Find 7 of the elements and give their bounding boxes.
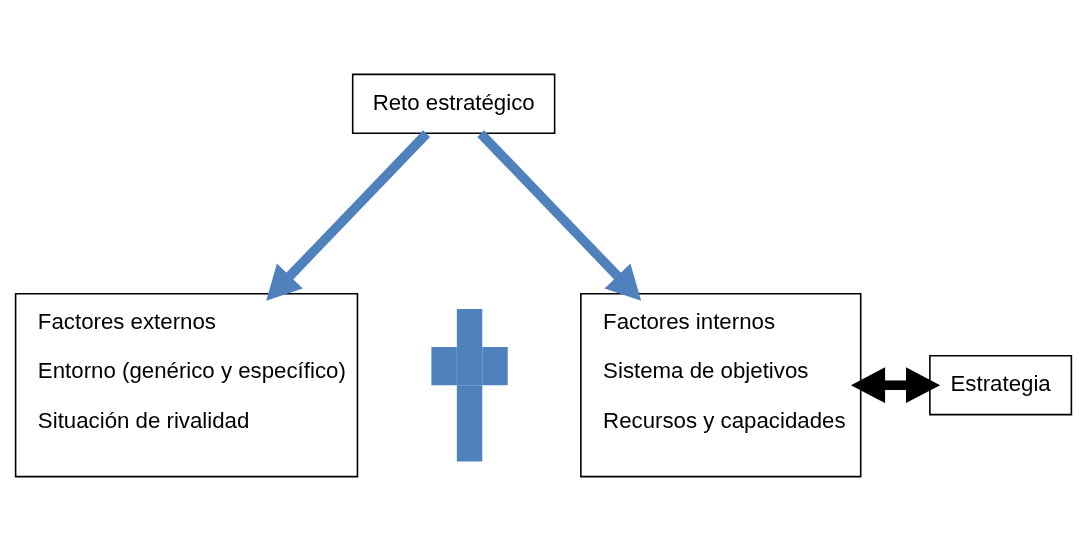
arrow: [851, 366, 941, 403]
node-box: Factores externos Entorno (genérico y específico) Situación de rivalidad: [14, 292, 359, 477]
node-box: Factores internos Sistema de objetivos Recursos y capacidades: [580, 292, 862, 477]
node-box: Estrategia: [929, 354, 1073, 415]
arrow: [266, 129, 431, 301]
node-box: Reto estratégico: [351, 73, 556, 134]
arrow: [477, 129, 642, 301]
